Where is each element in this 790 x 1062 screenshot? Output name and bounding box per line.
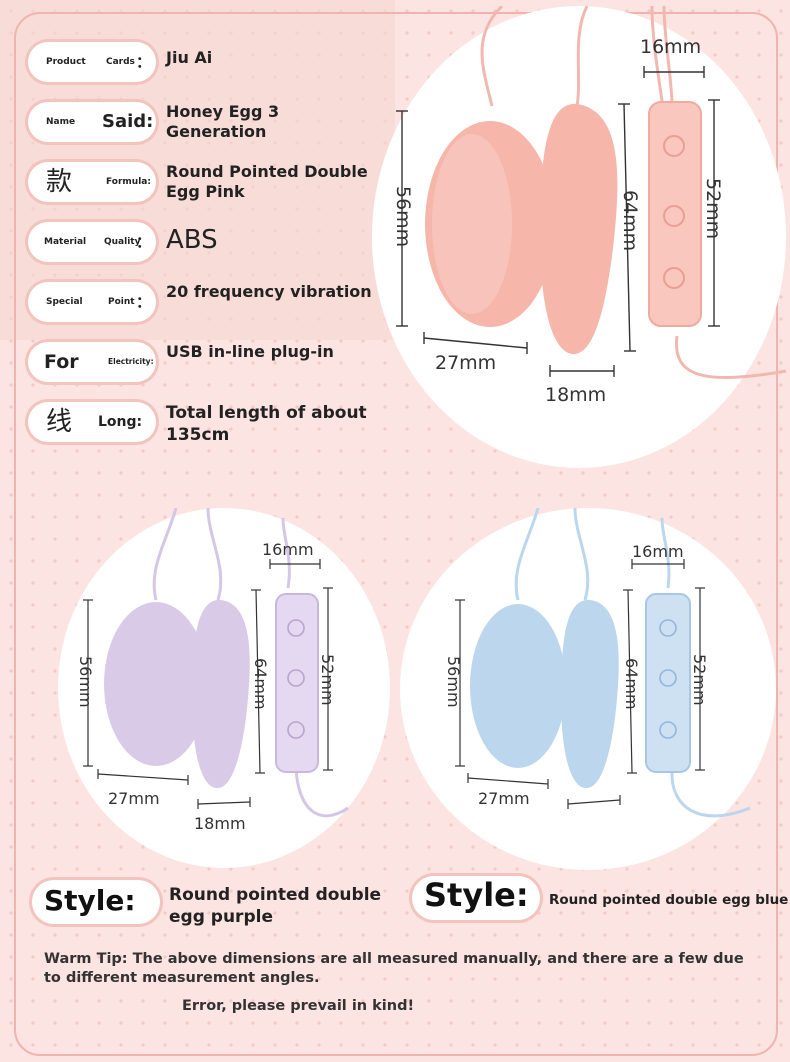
style-pill-purple: Style: (32, 880, 160, 924)
blue-product-illustration (455, 508, 751, 818)
warm-tip-error: Error, please prevail in kind! (182, 998, 415, 1014)
blue-remote-width-label: 16mm (632, 542, 684, 561)
spec-key-1: Special (46, 297, 83, 307)
purple-egg-height-label: 56mm (76, 656, 95, 708)
spec-key-2: Point (108, 297, 135, 307)
style-value-blue: Round pointed double egg blue (549, 892, 789, 908)
spec-row-product: Product Cards ： Jiu Ai (24, 38, 384, 86)
blue-egg-width-label: 27mm (478, 789, 530, 808)
spec-row-material: Material Quality ： ABS (24, 218, 384, 266)
spec-key-1: Material (44, 237, 87, 247)
spec-value: ABS (166, 225, 218, 255)
style-label: Style: (44, 884, 136, 917)
pink-remote-height-label: 52mm (702, 178, 724, 240)
pink-egg-height-label: 56mm (392, 186, 414, 248)
pink-egg-width-label: 27mm (435, 352, 497, 374)
warm-tip-text: Warm Tip: The above dimensions are all m… (44, 951, 744, 986)
pink-product-illustration (396, 6, 786, 380)
purple-bullet-height-label: 64mm (251, 658, 270, 710)
spec-key-1: Name (46, 117, 76, 127)
spec-key-1: Product (46, 57, 86, 67)
spec-row-name: Name Said: Honey Egg 3 Generation (24, 98, 384, 146)
page-frame (14, 12, 778, 1056)
spec-key-1: 款 (46, 167, 73, 197)
spec-key-2: Long: (98, 414, 143, 430)
spec-label-pill: 线 Long: (28, 402, 156, 442)
spec-row-length: 线 Long: Total length of about 135cm (24, 398, 384, 446)
spec-row-formula: 款 Formula: Round Pointed Double Egg Pink (24, 158, 384, 206)
spec-key-1: For (44, 351, 79, 373)
spec-key-2: Quality (104, 237, 141, 247)
spec-label-pill: 款 Formula: (28, 162, 156, 202)
spec-key-2: Electricity: (108, 357, 154, 366)
pink-remote-width-label: 16mm (640, 36, 702, 58)
spec-label-pill: Product Cards ： (28, 42, 156, 82)
spec-label-pill: For Electricity: (28, 342, 156, 382)
style-pill-blue: Style: (412, 876, 540, 920)
blue-bullet-height-label: 64mm (622, 658, 641, 710)
pink-bullet-width-label: 18mm (545, 384, 607, 406)
purple-egg-width-label: 27mm (108, 789, 160, 808)
spec-value: Jiu Ai (166, 48, 213, 67)
blue-remote-height-label: 52mm (690, 654, 709, 706)
spec-row-electricity: For Electricity: USB in-line plug-in (24, 338, 384, 386)
purple-remote-height-label: 52mm (318, 654, 337, 706)
purple-product-illustration (83, 508, 349, 818)
spec-value: Honey Egg 3 Generation (166, 102, 280, 141)
spec-label-pill: Material Quality ： (28, 222, 156, 262)
spec-colon: ： (136, 53, 152, 71)
spec-value: Total length of about 135cm (166, 403, 367, 445)
purple-remote-width-label: 16mm (262, 540, 314, 559)
spec-colon: ： (136, 293, 152, 311)
spec-key-1: 线 (46, 407, 73, 437)
style-label: Style: (424, 876, 529, 914)
blue-egg-height-label: 56mm (444, 656, 463, 708)
spec-row-special: Special Point ： 20 frequency vibration (24, 278, 384, 326)
style-value-purple: Round pointed double egg purple (169, 885, 382, 927)
spec-value: Round Pointed Double Egg Pink (166, 162, 368, 201)
spec-colon: ： (136, 233, 152, 251)
spec-key-2: Formula: (106, 177, 151, 187)
spec-label-pill: Special Point ： (28, 282, 156, 322)
spec-value: USB in-line plug-in (166, 342, 334, 361)
pink-bullet-height-label: 64mm (619, 190, 641, 252)
spec-label-pill: Name Said: (28, 102, 156, 142)
spec-key-2: Said: (102, 111, 154, 132)
spec-key-2: Cards (106, 57, 135, 67)
spec-value: 20 frequency vibration (166, 282, 372, 301)
purple-bullet-width-label: 18mm (194, 814, 246, 833)
